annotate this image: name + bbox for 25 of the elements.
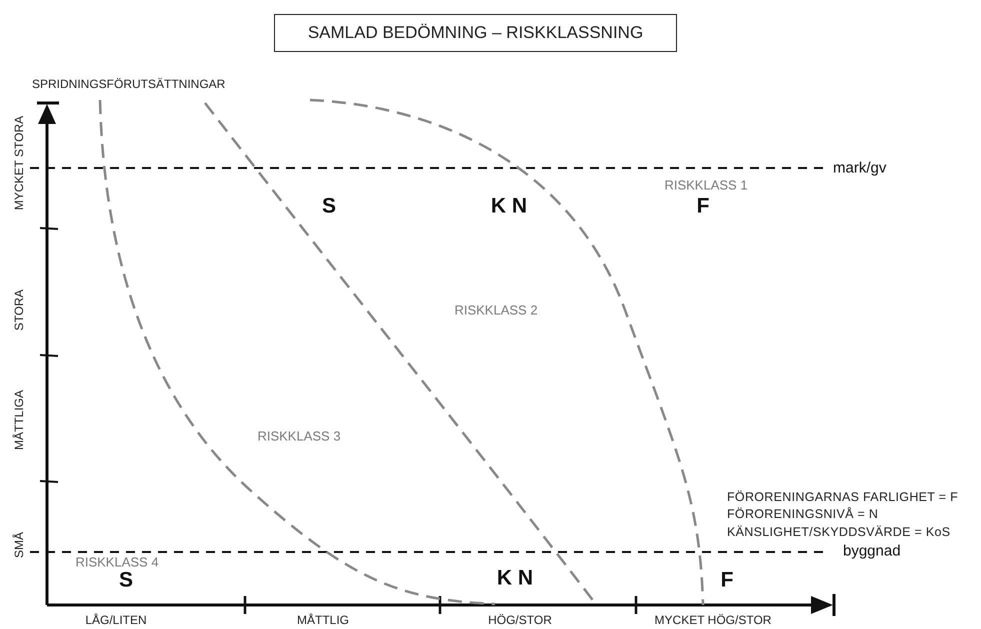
legend-note: KÄNSLIGHET/SKYDDSVÄRDE = KoS: [727, 526, 950, 538]
letter-label: K N: [490, 196, 528, 216]
axis-label: LÅG/LITEN: [85, 614, 147, 626]
region-label: RISKKLASS 2: [454, 304, 538, 316]
axis-label: STORA: [13, 289, 25, 331]
axis-label: MÅTTLIG: [297, 614, 349, 626]
axis-label: MYCKET STORA: [13, 116, 25, 210]
region-label: RISKKLASS 3: [257, 430, 341, 442]
axis-label: SMÅ: [13, 532, 25, 558]
letter-label: F: [720, 570, 734, 590]
title-box: SAMLAD BEDÖMNING – RISKKLASSNING: [274, 14, 677, 52]
letter-label: F: [696, 196, 710, 216]
axis-label: HÖG/STOR: [488, 614, 552, 626]
axis-label: MYCKET HÖG/STOR: [654, 614, 772, 626]
region-label: RISKKLASS 4: [75, 556, 159, 568]
line-label: mark/gv: [833, 160, 886, 176]
axis-label: MÅTTLIGA: [13, 390, 25, 450]
letter-label: K N: [496, 568, 534, 588]
axis-title: SPRIDNINGSFÖRUTSÄTTNINGAR: [32, 78, 226, 90]
letter-label: S: [119, 570, 133, 590]
legend-note: FÖRORENINGARNAS FARLIGHET = F: [727, 490, 958, 504]
region-label: RISKKLASS 1: [664, 178, 748, 192]
line-label: byggnad: [843, 544, 901, 558]
letter-label: S: [322, 196, 336, 216]
legend-note: FÖRORENINGSNIVÅ = N: [727, 508, 878, 520]
